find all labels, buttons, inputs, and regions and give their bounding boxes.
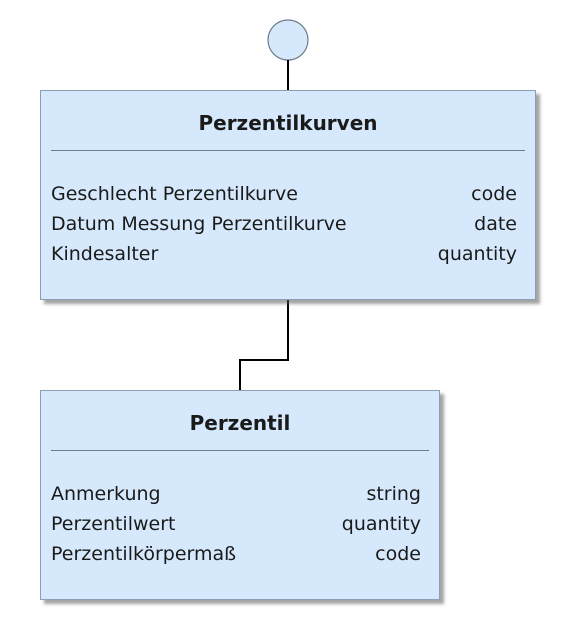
class-divider	[51, 450, 429, 451]
attribute-row: Perzentilwert quantity	[51, 509, 421, 539]
attribute-type: date	[474, 213, 517, 235]
attribute-name: Datum Messung Perzentilkurve	[51, 213, 347, 235]
attribute-type: quantity	[437, 243, 517, 265]
attribute-name: Kindesalter	[51, 243, 159, 265]
attribute-type: quantity	[341, 513, 421, 535]
attribute-type: code	[375, 543, 421, 565]
attribute-list: Anmerkung string Perzentilwert quantity …	[51, 479, 421, 569]
attribute-type: string	[366, 483, 421, 505]
attribute-name: Perzentilwert	[51, 513, 176, 535]
attribute-name: Perzentilkörpermaß	[51, 543, 237, 565]
class-title: Perzentilkurven	[198, 111, 378, 135]
attribute-row: Perzentilkörpermaß code	[51, 539, 421, 569]
attribute-type: code	[471, 183, 517, 205]
class-connector	[239, 300, 289, 390]
attribute-row: Geschlecht Perzentilkurve code	[51, 179, 517, 209]
start-node	[267, 19, 309, 61]
attribute-row: Kindesalter quantity	[51, 239, 517, 269]
class-divider	[51, 150, 525, 151]
class-box-perzentilkurven: Perzentilkurven Geschlecht Perzentilkurv…	[40, 90, 536, 300]
attribute-list: Geschlecht Perzentilkurve code Datum Mes…	[51, 179, 517, 269]
attribute-name: Geschlecht Perzentilkurve	[51, 183, 298, 205]
attribute-row: Datum Messung Perzentilkurve date	[51, 209, 517, 239]
attribute-name: Anmerkung	[51, 483, 161, 505]
class-title: Perzentil	[189, 411, 291, 435]
attribute-row: Anmerkung string	[51, 479, 421, 509]
class-box-perzentil: Perzentil Anmerkung string Perzentilwert…	[40, 390, 440, 600]
